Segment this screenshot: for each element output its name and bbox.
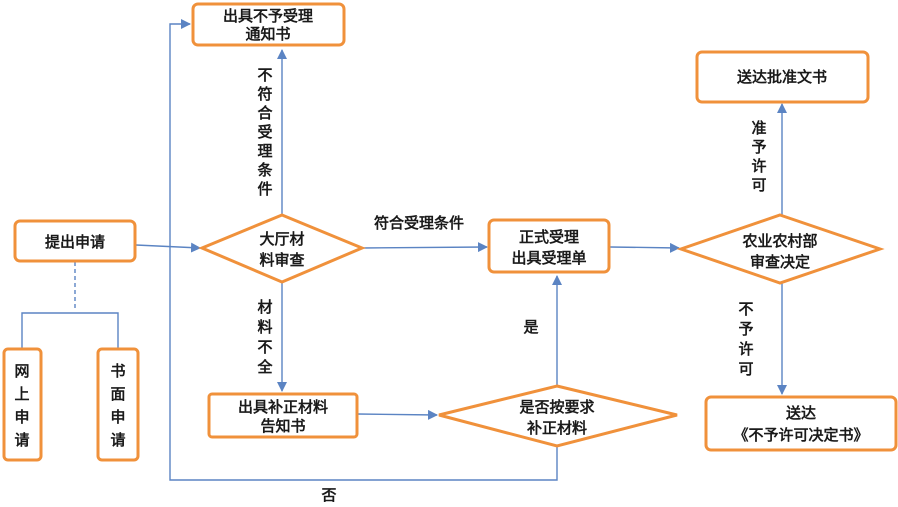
label-char: 料: [257, 318, 272, 336]
label-char: 许: [751, 157, 766, 175]
node-hall-review: 大厅材 料审查: [198, 213, 366, 284]
label-char: 材: [257, 298, 272, 316]
node-ministry-review: 农业农村部 审查决定: [676, 213, 885, 285]
label-deny: 不 予 许 可: [738, 300, 753, 378]
node-supplement-notice-line: 出具补正材料: [238, 398, 328, 416]
node-deliver-denial-line: 《不予许可决定书》: [733, 426, 868, 444]
label-char: 合: [256, 104, 273, 122]
node-supplement-check-line: 补正材料: [526, 419, 587, 437]
label-char: 可: [751, 176, 766, 194]
label-char: 不: [257, 66, 272, 84]
arrow-accept-to-ministry: [609, 242, 680, 253]
node-formal-accept-line: 正式受理: [519, 228, 579, 246]
node-supplement-check: 是否按要求 补正材料: [438, 384, 678, 448]
node-hall-review-line: 料审查: [259, 251, 305, 269]
node-online-char: 请: [14, 431, 29, 449]
node-supplement-notice: 出具补正材料 告知书: [207, 392, 359, 439]
node-deliver-denial: 送达 《不予许可决定书》: [704, 395, 898, 452]
node-ministry-review-line: 农业农村部: [741, 232, 817, 250]
node-paper-char: 请: [110, 431, 125, 449]
node-paper: 书 面 申 请: [96, 347, 140, 462]
node-paper-char: 面: [110, 385, 125, 403]
node-online-char: 网: [14, 362, 29, 380]
node-apply-label: 提出申请: [45, 233, 105, 251]
label-char: 条: [256, 161, 273, 179]
node-formal-accept-line: 出具受理单: [511, 249, 586, 267]
node-deliver-approval-label: 送达批准文书: [736, 68, 827, 86]
node-supplement-notice-line: 告知书: [260, 417, 305, 435]
label-qualified: 符合受理条件: [374, 214, 464, 232]
label-not-qualified: 不 符 合 受 理 条 件: [256, 66, 273, 198]
node-paper-char: 申: [110, 408, 125, 426]
label-char: 理: [257, 142, 272, 160]
arrow-supplement-to-check: [356, 409, 438, 420]
node-ministry-review-line: 审查决定: [750, 253, 810, 271]
arrow-review-to-accept: [361, 242, 488, 253]
node-online: 网 上 申 请: [2, 347, 43, 462]
label-approve: 准 予 许 可: [751, 119, 766, 194]
label-char: 许: [738, 340, 753, 358]
node-reject-notice-line: 通知书: [245, 25, 290, 43]
node-reject-notice-line: 出具不予受理: [223, 7, 313, 25]
label-char: 准: [751, 119, 766, 137]
label-incomplete: 材 料 不 全: [256, 298, 273, 376]
node-supplement-check-line: 是否按要求: [518, 398, 595, 416]
label-yes: 是: [522, 318, 539, 336]
label-char: 可: [738, 360, 753, 378]
node-apply: 提出申请: [13, 219, 137, 263]
node-formal-accept: 正式受理 出具受理单: [487, 218, 611, 274]
label-char: 符: [257, 85, 272, 103]
node-deliver-denial-line: 送达: [785, 404, 816, 422]
label-char: 予: [738, 320, 753, 338]
label-char: 件: [257, 180, 272, 198]
label-char: 不: [257, 338, 272, 356]
label-char: 不: [738, 300, 753, 318]
node-online-char: 上: [14, 385, 29, 403]
node-paper-char: 书: [110, 362, 125, 380]
node-hall-review-line: 大厅材: [259, 230, 304, 248]
node-reject-notice: 出具不予受理 通知书: [191, 2, 346, 47]
label-char: 全: [256, 358, 273, 376]
apply-method-bracket: [21, 312, 119, 348]
node-deliver-approval: 送达批准文书: [695, 50, 870, 104]
arrow-apply-to-review: [135, 242, 201, 253]
label-char: 受: [257, 123, 272, 141]
node-online-char: 申: [14, 408, 29, 426]
connectors: [21, 19, 787, 481]
label-char: 予: [751, 138, 766, 156]
arrow-check-no: [169, 19, 558, 481]
label-no: 否: [320, 486, 336, 504]
